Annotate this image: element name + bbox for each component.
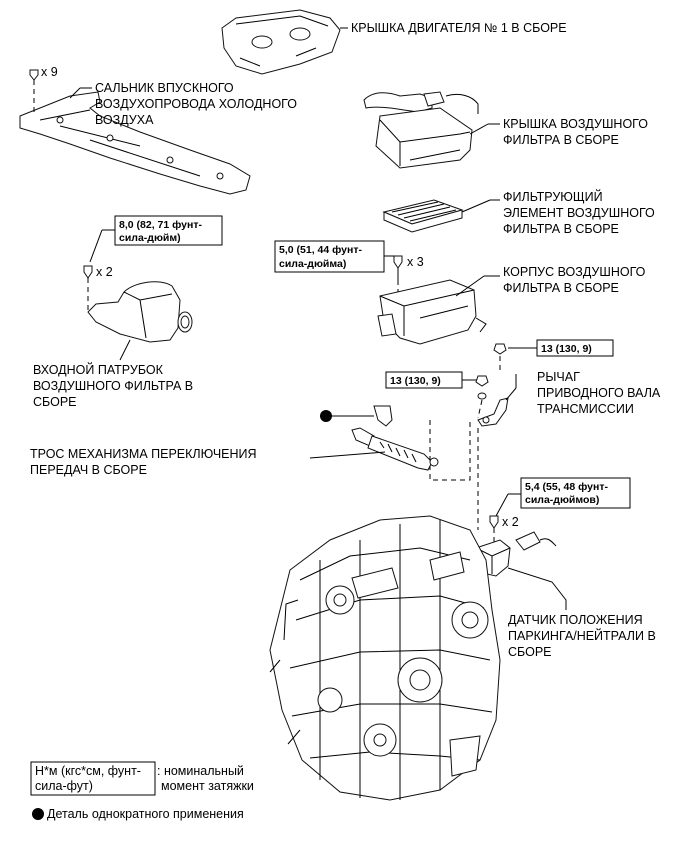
label-pn-sensor-1: ДАТЧИК ПОЛОЖЕНИЯ bbox=[508, 613, 643, 627]
clip-icon bbox=[29, 69, 39, 112]
legend-torque: Н*м (кгс*см, фунт- сила-фут) : номинальн… bbox=[30, 761, 254, 796]
torque-box-nut-lower: 13 (130, 9) bbox=[385, 371, 478, 389]
filter-element-part bbox=[382, 199, 464, 233]
label-inlet-pipe-3: СБОРЕ bbox=[33, 395, 77, 409]
label-air-filter-cap-2: ФИЛЬТРА В СБОРЕ bbox=[503, 133, 619, 147]
label-control-lever-1: РЫЧАГ bbox=[537, 370, 580, 384]
leader-air-filter-case-a bbox=[455, 275, 485, 297]
nut-lower-icon bbox=[475, 375, 489, 419]
label-cold-air-seal-3: ВОЗДУХА bbox=[95, 113, 154, 127]
label-air-filter-cap-1: КРЫШКА ВОЗДУШНОГО bbox=[503, 117, 648, 131]
label-inlet-pipe-2: ВОЗДУШНОГО ФИЛЬТРА В bbox=[33, 379, 193, 393]
control-lever-part bbox=[477, 397, 509, 427]
guide-lines bbox=[429, 420, 471, 481]
qty-seal-clips: x 9 bbox=[41, 65, 58, 79]
leader-inlet-pipe bbox=[119, 339, 131, 361]
inlet-pipe-part bbox=[87, 281, 193, 343]
shift-cable-part bbox=[351, 427, 439, 471]
leader-control-lever-a bbox=[505, 387, 517, 401]
torque-case-bolt-2: сила-дюйма) bbox=[279, 258, 346, 270]
single-use-dot-icon bbox=[32, 808, 44, 820]
legend-torque-desc-1: : номинальный bbox=[157, 764, 244, 778]
label-inlet-pipe-1: ВХОДНОЙ ПАТРУБОК bbox=[33, 362, 164, 377]
label-shift-cable-2: ПЕРЕДАЧ В СБОРЕ bbox=[30, 463, 147, 477]
torque-box-case-bolt: 5,0 (51, 44 фунт- сила-дюйма) bbox=[274, 240, 394, 273]
qty-inlet-bolts: x 2 bbox=[96, 265, 113, 279]
sensor-bolt-icon bbox=[489, 515, 499, 544]
label-shift-cable-1: ТРОС МЕХАНИЗМА ПЕРЕКЛЮЧЕНИЯ bbox=[30, 447, 257, 461]
single-use-clip-icon bbox=[320, 405, 393, 427]
label-pn-sensor-2: ПАРКИНГА/НЕЙТРАЛИ В bbox=[508, 628, 656, 643]
qty-case-bolts: x 3 bbox=[407, 255, 424, 269]
label-engine-cover: КРЫШКА ДВИГАТЕЛЯ № 1 В СБОРЕ bbox=[351, 21, 567, 35]
leader-cold-air-seal-a bbox=[69, 87, 81, 99]
torque-box-nut-upper: 13 (130, 9) bbox=[508, 339, 614, 357]
label-cold-air-seal-2: ВОЗДУХОПРОВОДА ХОЛОДНОГО bbox=[95, 97, 297, 111]
label-air-filter-case-2: ФИЛЬТРА В СБОРЕ bbox=[503, 281, 619, 295]
label-filter-element-3: ФИЛЬТРА В СБОРЕ bbox=[503, 222, 619, 236]
torque-inlet-bolt-1: 8,0 (82, 71 фунт- bbox=[119, 219, 202, 231]
leader-shift-cable bbox=[309, 451, 386, 459]
nut-upper-icon bbox=[493, 343, 507, 372]
torque-sensor-bolt-1: 5,4 (55, 48 фунт- bbox=[525, 481, 608, 493]
legend-single-use: Деталь однократного применения bbox=[32, 807, 244, 821]
qty-sensor-bolts: x 2 bbox=[502, 515, 519, 529]
label-control-lever-3: ТРАНСМИССИИ bbox=[537, 402, 634, 416]
torque-inlet-bolt-2: сила-дюйм) bbox=[119, 232, 181, 244]
label-cold-air-seal-1: САЛЬНИК ВПУСКНОГО bbox=[95, 81, 234, 95]
torque-sensor-bolt-2: сила-дюймов) bbox=[525, 494, 599, 506]
torque-box-sensor-bolt: 5,4 (55, 48 фунт- сила-дюймов) bbox=[495, 477, 631, 517]
label-control-lever-2: ПРИВОДНОГО ВАЛА bbox=[537, 386, 661, 400]
label-filter-element-2: ЭЛЕМЕНТ ВОЗДУШНОГО bbox=[503, 206, 655, 220]
torque-case-bolt-1: 5,0 (51, 44 фунт- bbox=[279, 244, 362, 256]
case-bolt-icon bbox=[393, 255, 403, 296]
legend-torque-box-2: сила-фут) bbox=[35, 779, 93, 793]
leader-pn-sensor bbox=[507, 567, 567, 610]
torque-box-inlet-bolt: 8,0 (82, 71 фунт- сила-дюйм) bbox=[89, 215, 223, 263]
leader-air-filter-cap-a bbox=[469, 123, 489, 135]
cold-air-seal-part bbox=[19, 91, 251, 195]
legend-torque-box-1: Н*м (кгс*см, фунт- bbox=[35, 764, 141, 778]
torque-nut-lower: 13 (130, 9) bbox=[390, 375, 441, 387]
air-filter-case-part bbox=[377, 279, 487, 345]
air-filter-cap-part bbox=[363, 91, 479, 169]
legend-torque-desc-2: момент затяжки bbox=[161, 779, 254, 793]
engine-assembly-part bbox=[269, 515, 501, 801]
engine-cover-part bbox=[221, 9, 341, 75]
legend-single-use-text: Деталь однократного применения bbox=[47, 807, 244, 821]
leader-filter-element-a bbox=[461, 199, 491, 213]
label-filter-element-1: ФИЛЬТРУЮЩИЙ bbox=[503, 189, 603, 204]
label-pn-sensor-3: СБОРЕ bbox=[508, 645, 552, 659]
torque-nut-upper: 13 (130, 9) bbox=[541, 343, 592, 355]
inlet-bolt-icon bbox=[83, 265, 93, 310]
label-air-filter-case-1: КОРПУС ВОЗДУШНОГО bbox=[503, 265, 646, 279]
